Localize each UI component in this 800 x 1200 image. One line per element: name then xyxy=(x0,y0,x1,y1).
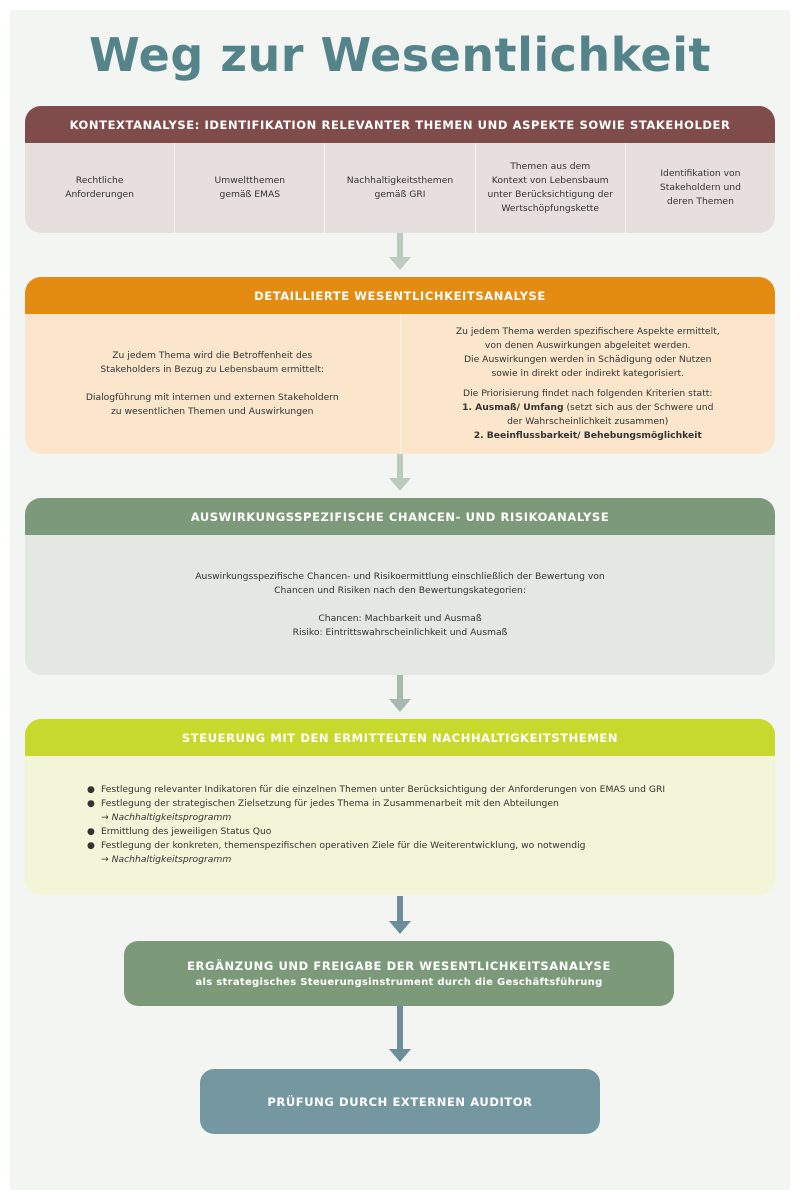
arrow-head xyxy=(389,921,411,934)
cell-line: gemäß EMAS xyxy=(219,189,281,200)
cell-line: deren Themen xyxy=(666,196,734,207)
text-line: Chancen und Risiken nach den Bewertungsk… xyxy=(274,585,526,596)
cell-line: Rechtliche xyxy=(75,175,124,186)
list-item-text: Festlegung relevanter Indikatoren für di… xyxy=(101,784,666,795)
context-analysis-body: Rechtliche Anforderungen Umweltthemen ge… xyxy=(25,143,775,233)
context-cell-emas: Umweltthemen gemäß EMAS xyxy=(175,143,326,233)
list-subitem: → Nachhaltigkeitsprogramm xyxy=(87,811,775,825)
bullet-icon: ● xyxy=(87,841,95,851)
text-line: Dialogführung mit internen und externen … xyxy=(85,392,339,403)
flow-arrow-2 xyxy=(388,454,412,492)
arrow-shaft xyxy=(397,454,403,480)
criterion-2: 2. Beeinflussbarkeit/ Behebungsmöglichke… xyxy=(473,430,702,441)
context-analysis-section: KONTEXTANALYSE: IDENTIFIKATION RELEVANTE… xyxy=(25,106,775,233)
text-line: Die Auswirkungen werden in Schädigung od… xyxy=(463,354,712,365)
page-title: Weg zur Wesentlichkeit xyxy=(89,28,711,82)
text-line: von denen Auswirkungen abgeleitet werden… xyxy=(484,340,691,351)
criterion-1-detail-cont: der Wahrscheinlichkeit zusammen) xyxy=(507,416,669,427)
cell-line: Themen aus dem xyxy=(510,161,591,172)
arrow-head xyxy=(389,699,411,712)
impact-prioritisation-column: Zu jedem Thema werden spezifischere Aspe… xyxy=(401,314,776,454)
context-analysis-header: KONTEXTANALYSE: IDENTIFIKATION RELEVANTE… xyxy=(25,106,775,143)
bullet-icon: ● xyxy=(87,827,95,837)
list-subitem-text: Nachhaltigkeitsprogramm xyxy=(111,812,232,823)
risk-analysis-section: AUSWIRKUNGSSPEZIFISCHE CHANCEN- UND RISI… xyxy=(25,498,775,675)
materiality-analysis-section: DETAILLIERTE WESENTLICHKEITSANALYSE Zu j… xyxy=(25,277,775,454)
criteria-intro: Die Priorisierung findet nach folgenden … xyxy=(463,388,713,399)
text-line: sowie in direkt oder indirekt kategorisi… xyxy=(491,368,685,379)
materiality-analysis-header: DETAILLIERTE WESENTLICHKEITSANALYSE xyxy=(25,277,775,314)
arrow-shaft xyxy=(397,233,403,259)
context-cell-legal: Rechtliche Anforderungen xyxy=(25,143,176,233)
flow-arrow-3 xyxy=(388,675,412,713)
context-cell-value-chain: Themen aus dem Kontext von Lebensbaum un… xyxy=(476,143,626,233)
criterion-1-label: 1. Ausmaß/ Umfang xyxy=(462,402,564,413)
list-item: ● Festlegung der konkreten, themenspezif… xyxy=(87,839,775,853)
bullet-icon: ● xyxy=(87,785,95,795)
approval-subtitle: als strategisches Steuerungsinstrument d… xyxy=(195,977,603,988)
risk-analysis-body: Auswirkungsspezifische Chancen- und Risi… xyxy=(25,535,775,675)
list-item: ● Festlegung der strategischen Zielsetzu… xyxy=(87,797,775,811)
cell-line: unter Berücksichtigung der xyxy=(487,189,613,200)
cell-line: Anforderungen xyxy=(65,189,134,200)
flow-arrow-4 xyxy=(388,896,412,935)
steering-section: STEUERUNG MIT DEN ERMITTELTEN NACHHALTIG… xyxy=(25,719,775,895)
list-subitem-text: Nachhaltigkeitsprogramm xyxy=(111,854,232,865)
external-audit-box: PRÜFUNG DURCH EXTERNEN AUDITOR xyxy=(200,1069,600,1134)
cell-line: Kontext von Lebensbaum xyxy=(491,175,609,186)
context-cell-gri: Nachhaltigkeitsthemen gemäß GRI xyxy=(325,143,476,233)
arrow-shaft xyxy=(397,896,403,923)
text-line: Zu jedem Thema werden spezifischere Aspe… xyxy=(455,326,720,337)
text-line: Zu jedem Thema wird die Betroffenheit de… xyxy=(112,350,313,361)
cell-line: Nachhaltigkeitsthemen xyxy=(346,175,454,186)
list-item-text: Festlegung der konkreten, themenspezifis… xyxy=(101,840,586,851)
steering-body: ● Festlegung relevanter Indikatoren für … xyxy=(25,756,775,895)
risk-analysis-header: AUSWIRKUNGSSPEZIFISCHE CHANCEN- UND RISI… xyxy=(25,498,775,535)
list-item: ● Ermittlung des jeweiligen Status Quo xyxy=(87,825,775,839)
arrow-shaft xyxy=(397,675,403,701)
cell-line: Wertschöpfungskette xyxy=(501,203,600,214)
text-line: Stakeholders in Bezug zu Lebensbaum ermi… xyxy=(100,364,325,375)
arrow-head xyxy=(389,257,411,270)
cell-line: Stakeholdern und xyxy=(659,182,741,193)
arrow-head xyxy=(389,1049,411,1062)
materiality-analysis-body: Zu jedem Thema wird die Betroffenheit de… xyxy=(25,314,775,454)
approval-box: ERGÄNZUNG UND FREIGABE DER WESENTLICHKEI… xyxy=(124,941,674,1006)
list-subitem: → Nachhaltigkeitsprogramm xyxy=(87,853,775,867)
cell-line: gemäß GRI xyxy=(374,189,426,200)
approval-title: ERGÄNZUNG UND FREIGABE DER WESENTLICHKEI… xyxy=(187,959,611,973)
context-cell-stakeholders: Identifikation von Stakeholdern und dere… xyxy=(626,143,775,233)
cell-line: Identifikation von xyxy=(660,168,741,179)
list-item: ● Festlegung relevanter Indikatoren für … xyxy=(87,783,775,797)
cell-line: Umweltthemen xyxy=(214,175,286,186)
text-line: zu wesentlichen Themen und Auswirkungen xyxy=(110,406,314,417)
arrow-right-icon: → xyxy=(101,812,109,823)
stakeholder-concern-column: Zu jedem Thema wird die Betroffenheit de… xyxy=(25,314,401,454)
arrow-right-icon: → xyxy=(101,854,109,865)
risk-criteria: Risiko: Eintrittswahrscheinlichkeit und … xyxy=(292,627,508,638)
arrow-shaft xyxy=(397,1006,403,1051)
opportunities-criteria: Chancen: Machbarkeit und Ausmaß xyxy=(318,613,482,624)
criterion-1: 1. Ausmaß/ Umfang (setzt sich aus der Sc… xyxy=(462,401,713,415)
arrow-head xyxy=(389,478,411,491)
flow-arrow-1 xyxy=(388,233,412,271)
text-line: Auswirkungsspezifische Chancen- und Risi… xyxy=(195,571,605,582)
flow-arrow-5 xyxy=(388,1006,412,1063)
list-item-text: Festlegung der strategischen Zielsetzung… xyxy=(101,798,559,809)
list-item-text: Ermittlung des jeweiligen Status Quo xyxy=(101,826,272,837)
audit-title: PRÜFUNG DURCH EXTERNEN AUDITOR xyxy=(267,1094,533,1109)
criterion-1-detail: (setzt sich aus der Schwere und xyxy=(563,402,714,413)
bullet-icon: ● xyxy=(87,799,95,809)
steering-header: STEUERUNG MIT DEN ERMITTELTEN NACHHALTIG… xyxy=(25,719,775,756)
